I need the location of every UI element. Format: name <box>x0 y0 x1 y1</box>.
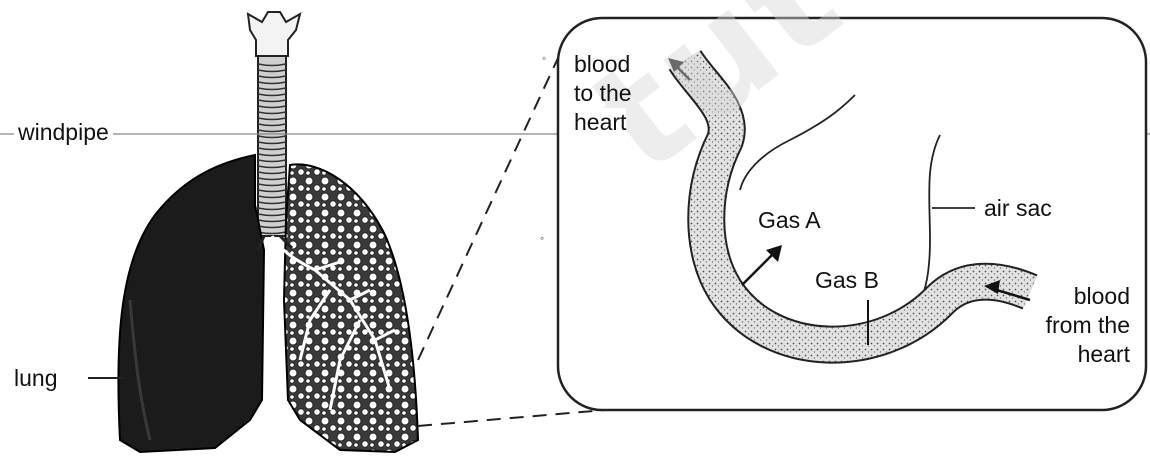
blood-from-heart-label: blood from the heart <box>1030 282 1130 369</box>
left-lung-shape <box>118 155 264 452</box>
gas-a-label: Gas A <box>758 206 821 234</box>
blood-from-heart-line-1: blood <box>1030 282 1130 311</box>
edge-mark-2: ◦ <box>540 231 544 245</box>
blood-to-heart-line-1: blood <box>574 50 674 79</box>
blood-to-heart-label: blood to the heart <box>574 50 674 137</box>
edge-mark: ◦ <box>542 51 546 65</box>
blood-to-heart-line-3: heart <box>574 108 626 137</box>
zoom-line-top <box>418 58 558 360</box>
blood-to-heart-line-2: to the <box>574 79 674 108</box>
blood-from-heart-line-3: heart <box>1030 340 1130 369</box>
gas-b-label: Gas B <box>815 266 879 294</box>
lung-label: lung <box>14 364 57 392</box>
windpipe-label: windpipe <box>14 118 113 146</box>
zoom-line-bottom <box>418 410 605 426</box>
larynx-shape <box>248 12 300 56</box>
blood-from-heart-line-2: from the <box>1030 311 1130 340</box>
air-sac-label: air sac <box>984 194 1052 222</box>
right-lung-shape <box>284 164 418 452</box>
